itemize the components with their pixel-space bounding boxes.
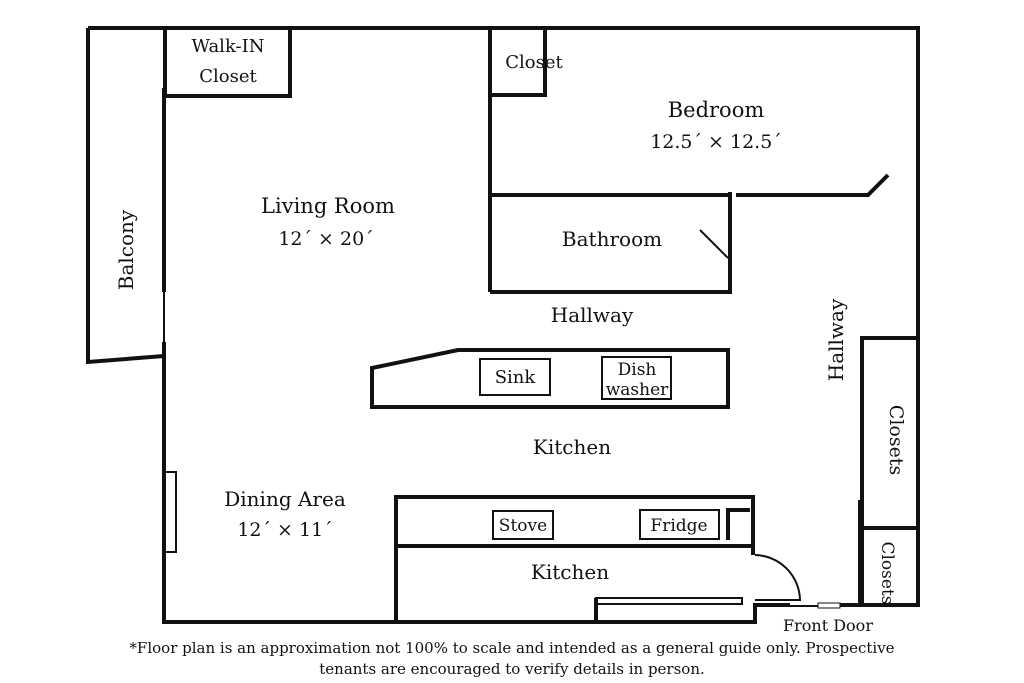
walls (86, 26, 920, 624)
walk-in-label-2: Closet (199, 66, 257, 87)
sink-label: Sink (495, 367, 537, 388)
stove (492, 510, 554, 540)
bathroom-door (699, 229, 729, 259)
dishwasher-label-2: washer (606, 380, 669, 400)
bedroom-size: 12.5´ × 12.5´ (650, 131, 782, 153)
bedroom-label: Bedroom (668, 98, 765, 122)
kitchen-island (370, 348, 730, 409)
window (163, 471, 177, 553)
dining-area-size: 12´ × 11´ (237, 519, 332, 541)
hallway-right-label: Hallway (824, 298, 848, 381)
living-room-size: 12´ × 20´ (278, 228, 373, 250)
footnote-line-1: *Floor plan is an approximation not 100%… (129, 639, 895, 657)
footnote: *Floor plan is an approximation not 100%… (0, 638, 1024, 680)
closets-lower (860, 526, 920, 607)
kitchen-door (754, 554, 802, 601)
closets-lower-label: Closets (877, 541, 897, 604)
sink (479, 358, 551, 396)
fridge-label: Fridge (650, 516, 707, 536)
closets-upper-label: Closets (885, 405, 907, 475)
fridge (639, 509, 720, 540)
walk-in-closet (163, 26, 292, 98)
bedroom-closet-label: Closet (505, 52, 563, 73)
kitchen-lower-label: Kitchen (531, 560, 609, 584)
dishwasher-label-1: Dish (618, 360, 657, 380)
front-door-label: Front Door (783, 616, 873, 635)
balcony-label: Balcony (114, 209, 138, 290)
walk-in-label-1: Walk-IN (192, 36, 265, 57)
dishwasher (601, 356, 672, 400)
lower-counter (595, 597, 743, 605)
stove-label: Stove (499, 516, 547, 536)
kitchen-label: Kitchen (533, 435, 611, 459)
bathroom-label: Bathroom (562, 227, 662, 251)
dining-area-label: Dining Area (224, 487, 346, 511)
hallway-label: Hallway (551, 303, 634, 327)
living-room-label: Living Room (261, 194, 395, 218)
footnote-line-2: tenants are encouraged to verify details… (319, 660, 705, 678)
